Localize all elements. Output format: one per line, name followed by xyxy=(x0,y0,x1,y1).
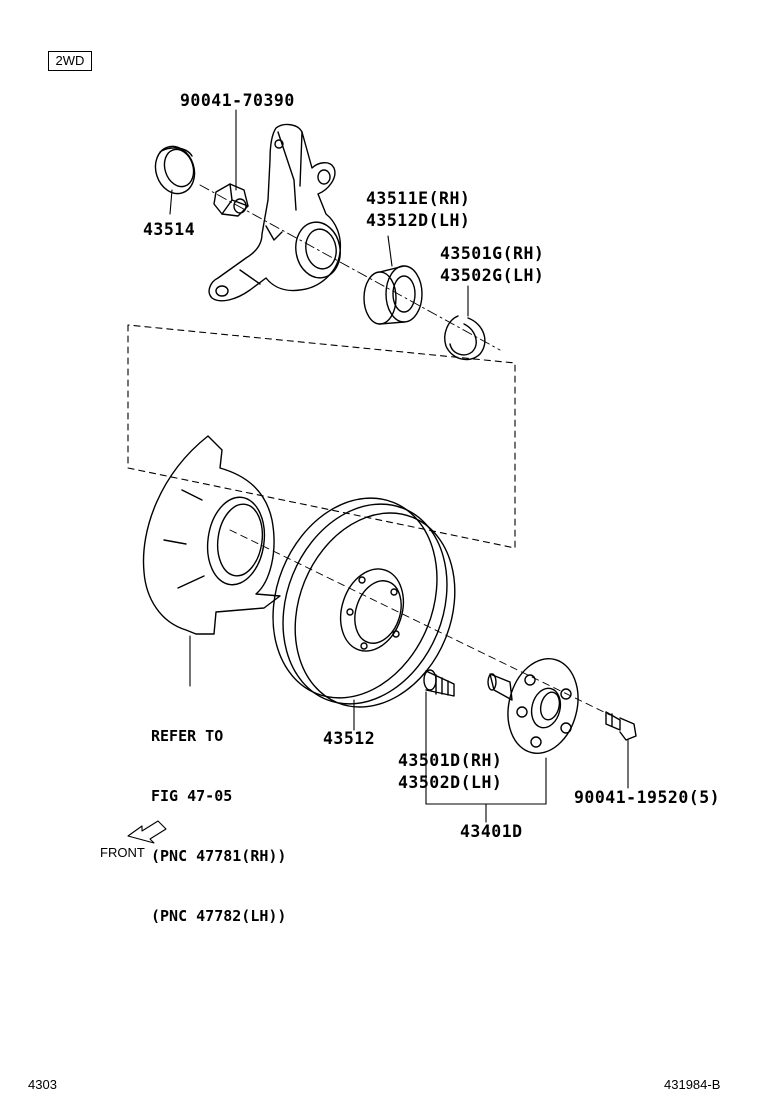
part-number-bearing-lh[interactable]: 43512D(LH) xyxy=(366,211,471,230)
part-number-hub-screw[interactable]: 90041-19520(5) xyxy=(574,788,721,807)
part-number-snap-ring-lh[interactable]: 43502G(LH) xyxy=(440,266,545,285)
refer-note[interactable]: REFER TO FIG 47-05 (PNC 47781(RH)) (PNC … xyxy=(151,686,286,966)
wheel-hub-part xyxy=(487,658,579,754)
part-number-bolt-top[interactable]: 90041-70390 xyxy=(180,91,295,110)
part-number-hub-bolt-lh[interactable]: 43502D(LH) xyxy=(398,773,503,792)
part-number-hub-bolt-rh[interactable]: 43501D(RH) xyxy=(398,751,503,770)
refer-line-1: REFER TO xyxy=(151,727,224,745)
lock-nut-part xyxy=(213,183,249,217)
footer-page-code: 4303 xyxy=(28,1077,57,1092)
refer-line-3: (PNC 47781(RH)) xyxy=(151,847,287,865)
part-number-snap-ring-rh[interactable]: 43501G(RH) xyxy=(440,244,545,263)
assembly-dashed-outline xyxy=(127,324,516,549)
oil-seal-part xyxy=(154,145,196,195)
part-number-hub-assembly[interactable]: 43401D xyxy=(460,822,523,841)
hub-screw-part xyxy=(605,711,637,741)
brake-disc-part xyxy=(272,497,456,708)
footer-drawing-code: 431984-B xyxy=(664,1077,721,1092)
upper-axis-line xyxy=(199,184,501,351)
front-direction-label: FRONT xyxy=(100,845,145,860)
part-number-bearing-rh[interactable]: 43511E(RH) xyxy=(366,189,471,208)
part-number-disc[interactable]: 43512 xyxy=(323,729,376,748)
refer-line-4: (PNC 47782(LH)) xyxy=(151,907,287,925)
part-number-oil-seal[interactable]: 43514 xyxy=(143,220,196,239)
disc-dust-cover-part xyxy=(142,435,281,635)
leader-lines xyxy=(169,109,629,823)
refer-line-2: FIG 47-05 xyxy=(151,787,233,805)
lower-axis-line xyxy=(229,529,611,716)
snap-ring-part xyxy=(444,315,486,361)
steering-knuckle-part xyxy=(208,123,342,302)
hub-bearing-part xyxy=(363,265,423,325)
front-direction-arrow-icon xyxy=(127,820,167,844)
hub-bolt-part xyxy=(423,669,455,697)
variant-badge: 2WD xyxy=(48,51,92,71)
